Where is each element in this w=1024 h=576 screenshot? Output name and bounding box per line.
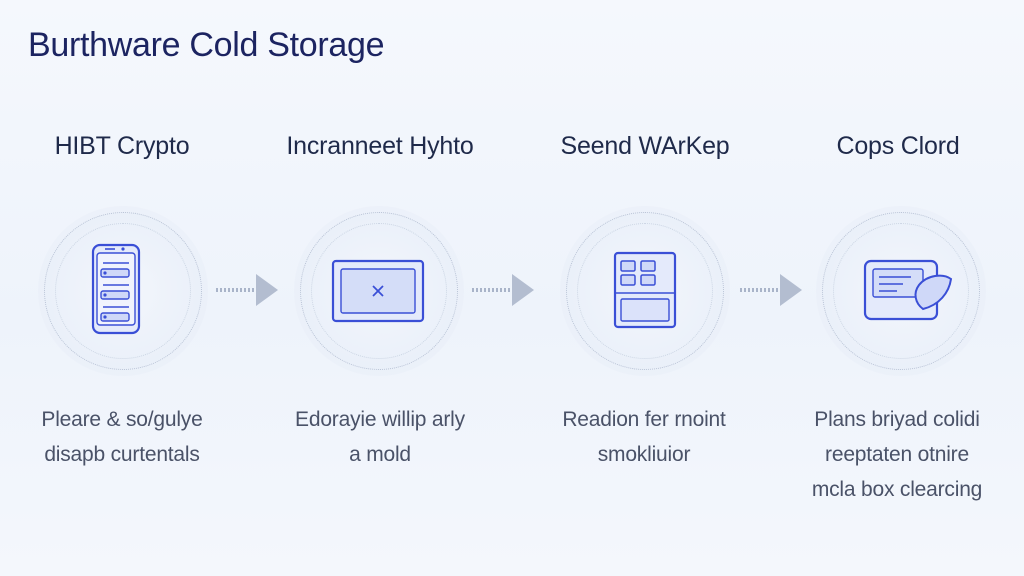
desc-line: a mold — [349, 443, 411, 466]
step-desc-3: Readion fer rnoint smokliuior — [524, 402, 764, 472]
desc-line: Readion fer rnoint — [562, 408, 726, 431]
desc-line: disapb curtentals — [44, 443, 200, 466]
step-title-1: HIBT Crypto — [54, 132, 190, 160]
step-desc-4: Plans briyad colidi reeptaten otnire mcl… — [777, 402, 1017, 507]
card-shield-icon — [863, 259, 953, 321]
step-title-2: Incranneet Hyhto — [286, 132, 474, 160]
mobile-device-icon — [91, 243, 141, 335]
screen-window-icon — [331, 259, 425, 323]
hardware-panel-icon — [613, 251, 677, 329]
desc-line: mcla box clearcing — [811, 478, 983, 501]
desc-line: Plans briyad colidi — [814, 408, 980, 431]
step-circle-3 — [566, 212, 724, 370]
step-circle-2 — [300, 212, 458, 370]
desc-line: reeptaten otnire — [825, 443, 969, 466]
step-title-4: Cops Clord — [836, 132, 960, 160]
step-desc-2: Edorayie willip arly a mold — [260, 402, 500, 472]
step-circle-1 — [44, 212, 202, 370]
desc-line: smokliuior — [597, 443, 691, 466]
flow-arrow-icon — [216, 274, 278, 306]
step-title-3: Seend WArKep — [560, 132, 730, 160]
page-title: Burthware Cold Storage — [28, 26, 385, 64]
flow-arrow-icon — [472, 274, 534, 306]
desc-line: Pleare & so/gulye — [41, 408, 203, 431]
step-desc-1: Pleare & so/gulye disapb curtentals — [2, 402, 242, 472]
step-circle-4 — [822, 212, 980, 370]
flow-arrow-icon — [740, 274, 802, 306]
desc-line: Edorayie willip arly — [295, 408, 465, 431]
